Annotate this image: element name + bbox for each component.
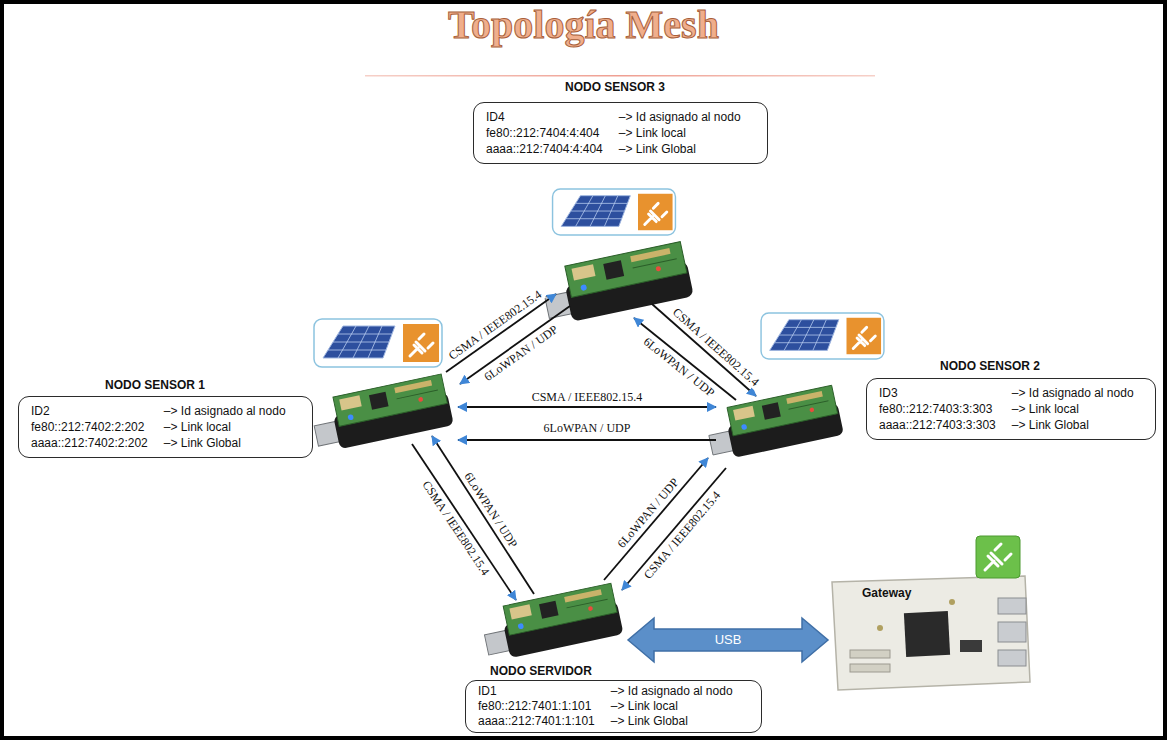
- radio-link: [458, 439, 716, 441]
- info-box: ID2 –> Id asignado al nodofe80::212:7402:…: [18, 396, 313, 458]
- info-note: –> Link local: [1012, 401, 1134, 417]
- gateway-board: [832, 576, 1030, 690]
- plug-glyph: [985, 544, 1011, 570]
- title-rule: [365, 75, 875, 77]
- info-note: –> Link Global: [611, 714, 733, 729]
- radio-link: [634, 318, 736, 400]
- sensor-device: [309, 374, 454, 454]
- server-node: NODO SERVIDOR ID1 –> Id asignado al nodo fe…: [465, 578, 762, 736]
- protocol-label: 6LoWPAN / UDP: [639, 333, 719, 401]
- protocol-label: 6LoWPAN / UDP: [542, 421, 633, 435]
- protocol-label: CSMA / IEEE802.15.4: [639, 487, 724, 583]
- info-value: fe80::212:7403:3:303: [879, 401, 996, 417]
- board-chip: [960, 640, 982, 652]
- protocol-label: 6LoWPAN / UDP: [461, 468, 522, 552]
- info-value: aaaa::212:7402:2:202: [31, 435, 148, 451]
- node-heading: NODO SENSOR 3: [565, 80, 665, 95]
- diagram-title: Topología Mesh: [448, 0, 719, 50]
- info-box: ID1 –> Id asignado al nodofe80::212:7401:…: [465, 680, 762, 733]
- info-value: ID4: [486, 109, 603, 125]
- info-value: aaaa::212:7404:4:404: [486, 141, 603, 157]
- radio-link: [460, 306, 570, 384]
- board-port: [998, 598, 1026, 614]
- node-heading: NODO SENSOR 1: [105, 378, 205, 393]
- board-label: Gateway: [862, 586, 911, 601]
- node-heading: NODO SENSOR 2: [940, 359, 1040, 374]
- sensor-node: NODO SENSOR 3 ID4 –> Id asignado al nodo fe…: [473, 78, 768, 324]
- sensor-device: [539, 241, 693, 326]
- protocol-label: CSMA / IEEE802.15.4: [444, 286, 546, 364]
- radio-link: [458, 406, 716, 408]
- info-value: aaaa::212:7403:3:303: [879, 417, 996, 433]
- usb-arrow: [628, 618, 828, 662]
- sensor-device: [704, 385, 844, 462]
- protocol-label: 6LoWPAN / UDP: [614, 473, 684, 551]
- solar-icon: [314, 319, 442, 367]
- board-header: [850, 664, 890, 672]
- info-note: –> Id asignado al nodo: [164, 403, 286, 419]
- info-note: –> Link Global: [1012, 417, 1134, 433]
- protocol-label: 6LoWPAN / UDP: [480, 321, 562, 385]
- info-note: –> Id asignado al nodo: [611, 684, 733, 699]
- server-device: [479, 583, 623, 662]
- board-component: [949, 599, 955, 605]
- protocol-label: CSMA / IEEE802.15.4: [530, 390, 645, 404]
- radio-link: [652, 304, 756, 396]
- info-note: –> Link local: [164, 419, 286, 435]
- gateway-node: Gateway: [830, 578, 1030, 690]
- info-value: ID1: [478, 684, 595, 699]
- sensor-node: NODO SENSOR 2 ID3 –> Id asignado al nodo fe…: [700, 310, 1160, 475]
- icon-square: [976, 536, 1020, 578]
- node-heading: NODO SERVIDOR: [490, 664, 592, 679]
- gateway-icon: [976, 536, 1020, 578]
- info-box: ID3 –> Id asignado al nodofe80::212:7403:…: [866, 378, 1156, 440]
- info-value: fe80::212:7401:1:101: [478, 699, 595, 714]
- board-chip: [904, 611, 950, 657]
- board-port: [998, 622, 1026, 642]
- protocol-label: CSMA / IEEE802.15.4: [668, 304, 763, 390]
- info-note: –> Link local: [611, 699, 733, 714]
- info-note: –> Id asignado al nodo: [1012, 385, 1134, 401]
- board-pcb: [832, 576, 1030, 690]
- radio-link: [604, 458, 708, 580]
- radio-link: [446, 294, 556, 372]
- info-note: –> Id asignado al nodo: [619, 109, 741, 125]
- sensor-node: NODO SENSOR 1 ID2 –> Id asignado al nodo fe…: [18, 318, 450, 486]
- board-component: [877, 625, 883, 631]
- radio-link: [432, 436, 534, 594]
- info-note: –> Link local: [619, 125, 741, 141]
- board-header: [850, 650, 890, 658]
- solar-icon: [761, 313, 884, 359]
- info-note: –> Link Global: [164, 435, 286, 451]
- info-box: ID4 –> Id asignado al nodofe80::212:7404:…: [473, 102, 768, 164]
- info-value: ID2: [31, 403, 148, 419]
- info-note: –> Link Global: [619, 141, 741, 157]
- info-value: aaaa::212:7401:1:101: [478, 714, 595, 729]
- info-value: fe80::212:7404:4:404: [486, 125, 603, 141]
- solar-icon: [553, 189, 676, 235]
- protocol-label: CSMA / IEEE802.15.4: [418, 476, 493, 579]
- usb-label: USB: [713, 633, 744, 647]
- radio-link: [412, 444, 516, 600]
- radio-link: [622, 468, 726, 590]
- board-port: [998, 650, 1026, 666]
- info-value: fe80::212:7402:2:202: [31, 419, 148, 435]
- info-value: ID3: [879, 385, 996, 401]
